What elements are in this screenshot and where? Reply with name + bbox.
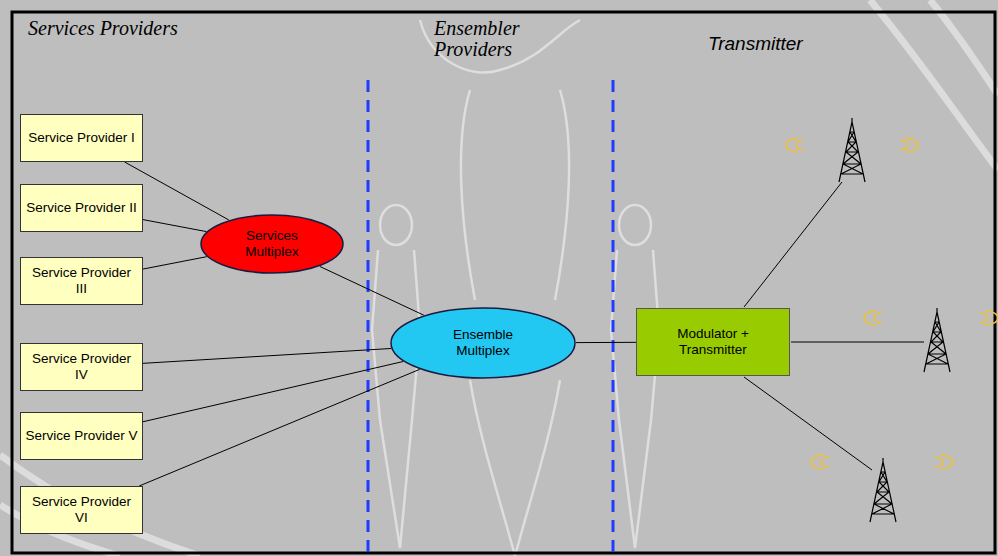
node-label: Services Multiplex [228, 228, 316, 259]
node-label: Modulator + Transmitter [653, 326, 773, 357]
node-label: Service Provider V [26, 428, 138, 444]
wire [744, 377, 872, 470]
connector-line [320, 266, 424, 315]
node-label: Service Provider VI [26, 494, 138, 525]
column-header: Transmitter [708, 34, 803, 54]
antenna-tower [870, 458, 896, 522]
radio-wave [786, 138, 804, 152]
connector-line [139, 369, 419, 486]
wire [791, 342, 924, 343]
radio-wave [935, 455, 953, 469]
watermark-figure [380, 205, 412, 245]
multiplex-ellipse: Services Multiplex [200, 214, 344, 274]
column-header: Services Providers [28, 18, 178, 39]
radio-wave [900, 138, 918, 152]
provider-box: Service Provider IV [20, 343, 143, 391]
watermark-swoosh [870, 0, 998, 170]
node-label: Service Provider III [26, 265, 138, 296]
connector-line [143, 257, 207, 269]
antenna-tower [924, 308, 950, 372]
provider-box: Service Provider III [20, 257, 143, 305]
connector-line [143, 220, 206, 232]
node-label: Service Provider IV [26, 351, 138, 382]
connector-line [143, 348, 391, 363]
radio-wave [864, 311, 882, 325]
multiplex-ellipse: Ensemble Multiplex [390, 307, 576, 379]
radio-wave [811, 455, 829, 469]
column-divider [612, 80, 615, 552]
wire [744, 182, 842, 307]
watermark-figure [611, 250, 659, 548]
antenna-tower [839, 118, 865, 182]
node-label: Service Provider I [28, 130, 135, 146]
watermark-figure [461, 90, 475, 300]
node-label: Ensemble Multiplex [435, 327, 531, 358]
watermark-figure [619, 205, 651, 245]
connector-line [143, 361, 403, 421]
ellipse-shape [201, 215, 343, 273]
ellipse-shape [391, 308, 575, 378]
watermark-figures [372, 20, 659, 556]
column-header: Ensembler Providers [434, 18, 594, 60]
frame-border [12, 12, 995, 553]
connector-line [576, 342, 636, 343]
provider-box: Service Provider VI [20, 486, 143, 534]
column-divider [367, 80, 370, 552]
watermark-swoosh [0, 455, 200, 556]
transmitter-box: Modulator + Transmitter [636, 308, 790, 376]
node-label: Service Provider II [26, 200, 136, 216]
watermark-figure [555, 90, 569, 300]
radio-wave [980, 311, 998, 325]
watermark-swoosh [930, 0, 998, 95]
provider-box: Service Provider I [20, 114, 143, 162]
provider-box: Service Provider II [20, 184, 143, 232]
provider-box: Service Provider V [20, 412, 143, 460]
watermark-figure [470, 380, 560, 556]
